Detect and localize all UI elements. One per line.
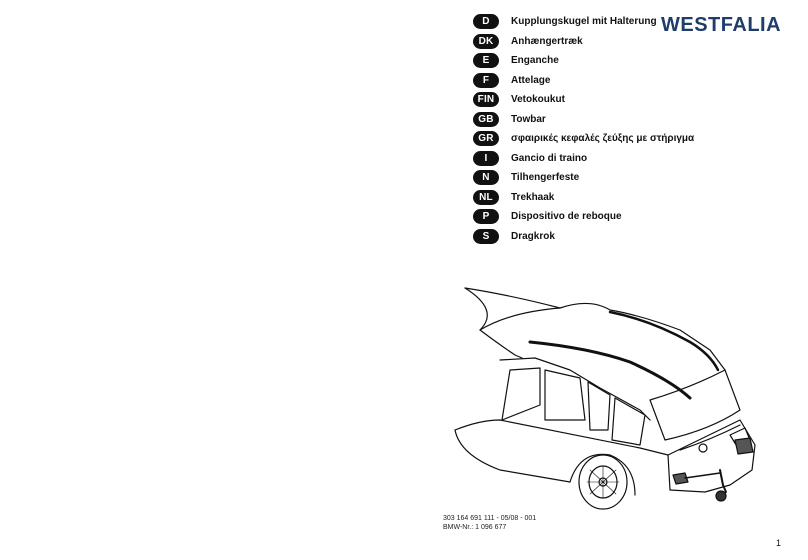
language-row: D Kupplungskugel mit Halterung — [473, 12, 694, 32]
language-code-badge: N — [473, 170, 499, 186]
language-row: GR σφαιρικές κεφαλές ζεύξης με στήριγμα — [473, 129, 694, 149]
language-code-badge: I — [473, 150, 499, 166]
language-row: I Gancio di traino — [473, 149, 694, 169]
language-label: Trekhaak — [511, 191, 555, 203]
language-code-badge: FIN — [473, 92, 499, 108]
language-row: E Enganche — [473, 51, 694, 71]
language-label: Kupplungskugel mit Halterung — [511, 16, 657, 28]
language-code-badge: E — [473, 53, 499, 69]
language-list: D Kupplungskugel mit Halterung DK Anhæng… — [473, 12, 694, 246]
language-row: DK Anhængertræk — [473, 32, 694, 52]
language-row: P Dispositivo de reboque — [473, 207, 694, 227]
language-label: Attelage — [511, 74, 551, 86]
language-label: Enganche — [511, 55, 559, 67]
part-number: 303 164 691 111 - 05/08 - 001 — [443, 515, 537, 522]
language-label: Vetokoukut — [511, 94, 565, 106]
language-row: NL Trekhaak — [473, 188, 694, 208]
language-label: Anhængertræk — [511, 35, 583, 47]
language-row: GB Towbar — [473, 110, 694, 130]
language-label: Dispositivo de reboque — [511, 211, 622, 223]
language-code-badge: D — [473, 14, 499, 30]
language-row: FIN Vetokoukut — [473, 90, 694, 110]
language-row: F Attelage — [473, 71, 694, 91]
language-code-badge: P — [473, 209, 499, 225]
language-label: Gancio di traino — [511, 152, 588, 164]
language-row: N Tilhengerfeste — [473, 168, 694, 188]
language-code-badge: NL — [473, 189, 499, 205]
page-number: 1 — [776, 538, 782, 548]
language-code-badge: GR — [473, 131, 499, 147]
part-number-block: 303 164 691 111 - 05/08 - 001 BMW-Nr.: 1… — [443, 514, 536, 532]
language-code-badge: S — [473, 228, 499, 244]
language-code-badge: GB — [473, 111, 499, 127]
language-label: Towbar — [511, 113, 546, 125]
language-code-badge: F — [473, 72, 499, 88]
language-label: σφαιρικές κεφαλές ζεύξης με στήριγμα — [511, 133, 695, 145]
westfalia-logo: WESTFALIA — [661, 14, 782, 36]
language-label: Tilhengerfeste — [511, 172, 580, 184]
car-towbar-illustration — [454, 287, 756, 510]
bmw-number: BMW-Nr.: 1 096 677 — [443, 524, 507, 531]
language-code-badge: DK — [473, 33, 499, 49]
language-label: Dragkrok — [511, 230, 555, 242]
language-row: S Dragkrok — [473, 227, 694, 247]
